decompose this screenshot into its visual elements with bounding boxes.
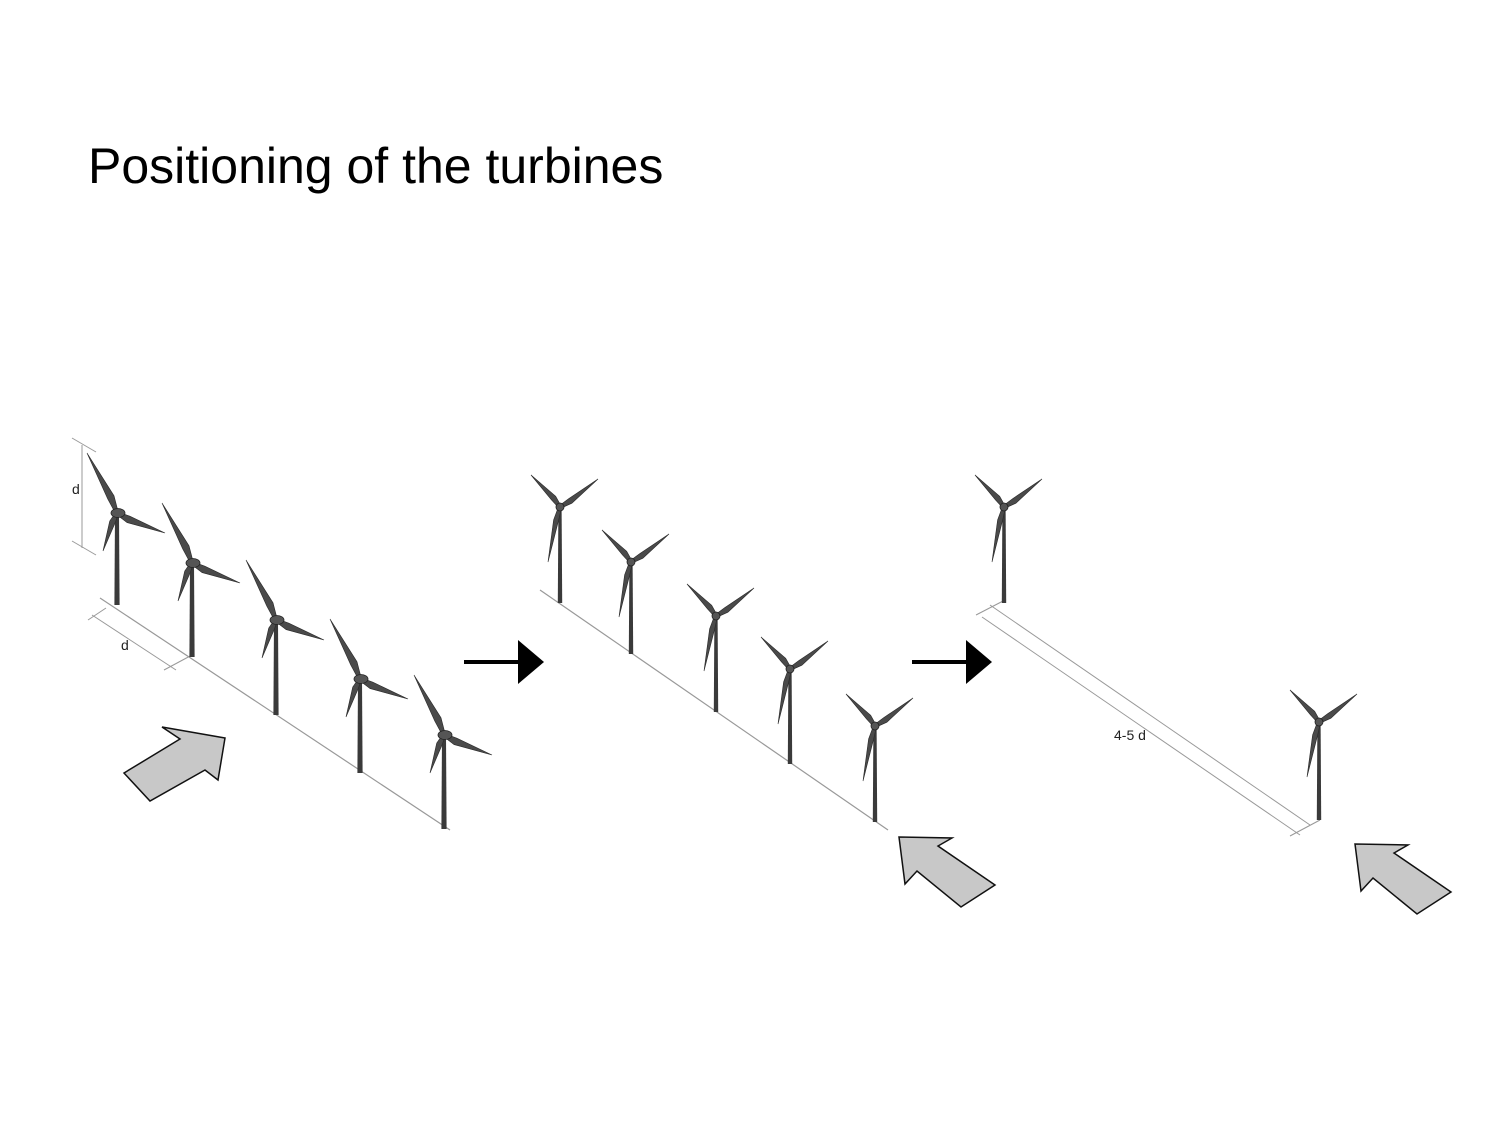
distance-dimension — [975, 599, 1321, 837]
distance-label: 4-5 d — [1114, 727, 1146, 743]
slide-title: Positioning of the turbines — [88, 138, 664, 194]
wind-turbine-icon — [686, 583, 755, 712]
step-arrow-icon — [912, 640, 992, 684]
wind-turbine-icon — [86, 452, 166, 605]
wind-turbine-icon — [329, 618, 409, 773]
wind-turbine-icon — [974, 474, 1043, 603]
wind-direction-arrow-icon — [122, 726, 226, 802]
spacing-label: d — [121, 637, 129, 653]
wind-turbine-icon — [601, 529, 670, 654]
step-arrow-icon — [464, 640, 544, 684]
panel-3-spaced-turbines: 4-5 d — [974, 474, 1453, 915]
spacing-dimension — [87, 607, 193, 671]
wind-turbine-icon — [530, 474, 599, 603]
wind-direction-arrow-icon — [898, 836, 997, 908]
panel-1-row-perpendicular: d d — [71, 437, 493, 831]
wind-turbine-icon — [413, 674, 493, 829]
wind-turbine-icon — [760, 636, 829, 764]
wind-turbine-icon — [1289, 689, 1358, 820]
panel-2-row-parallel — [530, 474, 997, 908]
height-dimension — [71, 437, 97, 556]
wind-turbine-icon — [245, 559, 325, 715]
wind-turbine-icon — [845, 693, 914, 822]
diameter-label: d — [72, 481, 80, 497]
wind-turbine-icon — [161, 502, 241, 657]
wind-direction-arrow-icon — [1354, 843, 1453, 915]
